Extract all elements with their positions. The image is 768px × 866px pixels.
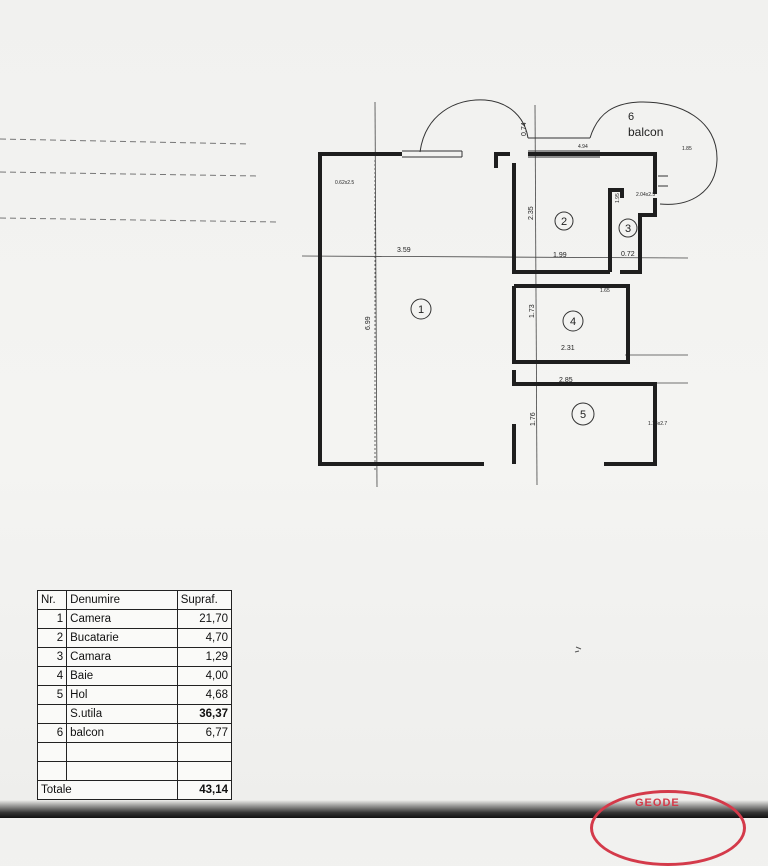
reference-lines (0, 138, 281, 223)
balcony-dim: 1.85 (682, 146, 692, 152)
dim-6-99: 6.99 (365, 316, 372, 330)
table-row: 6 balcon 6,77 (36, 723, 233, 743)
dim-2-31: 2.31 (561, 345, 575, 352)
dimension-labels: 3.59 6.99 1.99 0.72 2.35 1.73 2.31 2.85 … (335, 122, 667, 427)
room-number-3: 3 (625, 223, 631, 235)
header-area: Supraf. (176, 590, 233, 610)
dim-2-35: 2.35 (528, 206, 535, 220)
balcony-label: balcon (628, 125, 663, 139)
dim-2-04x2-5: 2.04x2.5 (636, 192, 655, 198)
blank-row (36, 742, 233, 762)
total-area: 43,14 (176, 780, 233, 800)
table-row: 1 Camera 21,70 (36, 609, 233, 629)
dim-1-95: 1.95 (615, 193, 621, 203)
total-row: Totale 43,14 (37, 780, 233, 800)
dim-0-74: 0.74 (521, 122, 528, 136)
walls (318, 152, 657, 466)
table-row: 4 Baie 4,00 (36, 666, 233, 686)
room-markers: 1 2 3 4 5 6 balcon 1.85 (410, 111, 692, 426)
room-number-1: 1 (418, 304, 424, 316)
balcony-outline (419, 99, 718, 205)
floor-plan: 1 2 3 4 5 6 balcon 1.85 3.59 6.99 1.99 0… (0, 99, 718, 653)
total-label: Totale (37, 780, 178, 800)
stamp-text: GEODE (635, 797, 680, 809)
page-edge-shadow (0, 800, 768, 818)
subtotal-row: S.utila 36,37 (36, 704, 233, 724)
dim-0-72: 0.72 (621, 251, 635, 258)
dim-1-76: 1.76 (530, 412, 537, 426)
blank-row (36, 761, 233, 781)
dim-1-65: 1.65 (600, 288, 610, 294)
room-number-4: 4 (570, 316, 576, 328)
table-header-row: Nr. Denumire Supraf. (36, 590, 233, 610)
window-segments (402, 150, 668, 187)
dim-1-14x2-7: 1.14x2.7 (648, 421, 667, 427)
area-table: Nr. Denumire Supraf. 1 Camera 21,70 2 Bu… (36, 590, 233, 800)
dim-1-73: 1.73 (529, 304, 536, 318)
table-row: 2 Bucatarie 4,70 (36, 628, 233, 648)
dim-4-94: 4.94 (578, 144, 588, 150)
room-number-5: 5 (580, 409, 586, 421)
header-nr: Nr. (36, 590, 68, 610)
small-marks (574, 646, 582, 653)
header-name: Denumire (66, 590, 178, 610)
dim-3-59: 3.59 (397, 247, 411, 254)
axis-lines (301, 101, 689, 488)
dim-1-99: 1.99 (553, 252, 567, 259)
dim-2-85: 2.85 (559, 377, 573, 384)
dim-0-62x2-5: 0.62x2.5 (335, 180, 354, 186)
room-number-2: 2 (561, 216, 567, 228)
table-row: 5 Hol 4,68 (36, 685, 233, 705)
room-number-6: 6 (628, 111, 634, 123)
table-row: 3 Camara 1,29 (36, 647, 233, 667)
stamp: GEODE (590, 790, 746, 866)
